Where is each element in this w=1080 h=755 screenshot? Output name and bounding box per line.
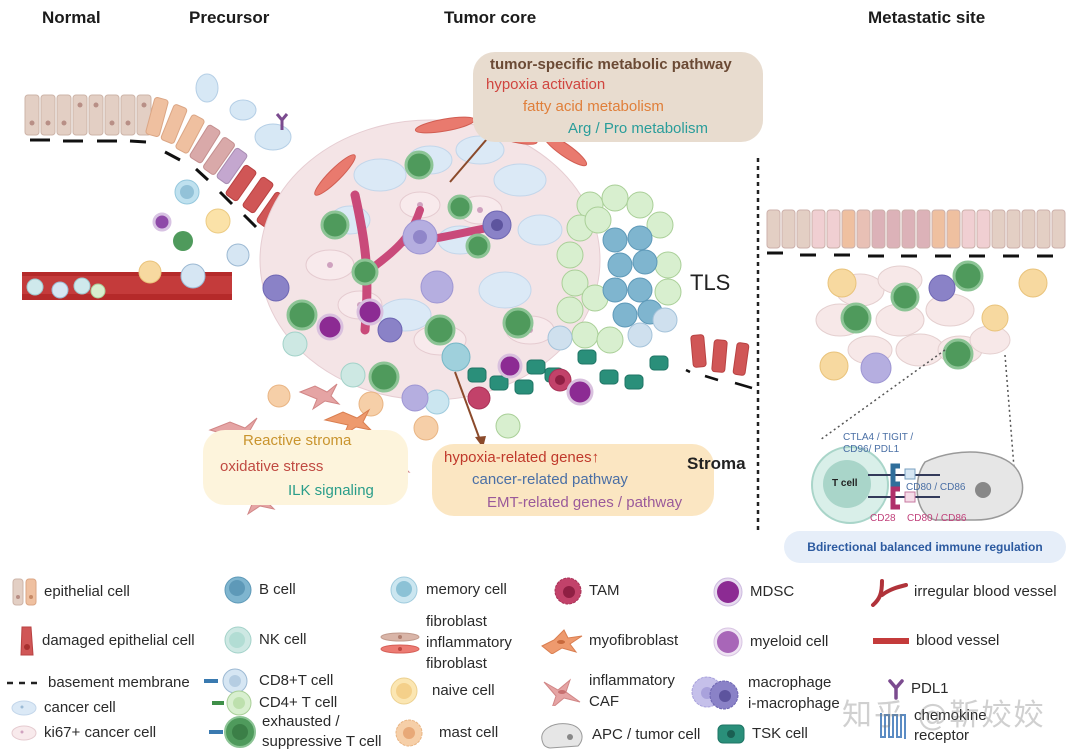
blood-vessel: [22, 260, 232, 300]
tam-icon: [554, 577, 582, 605]
immune-synapse-diagram: [811, 446, 1024, 524]
myofibroblast-icon: [541, 629, 583, 654]
ki67-cancer-cell-icon: [11, 725, 37, 741]
damaged-epithelial-cell-icon: [20, 626, 34, 656]
tertiary-lymphoid-structure: [547, 184, 682, 354]
nk-cell-icon: [224, 626, 252, 654]
naive-cell-icon: [390, 677, 418, 705]
reactive-stroma-title: Reactive stroma: [243, 432, 352, 449]
memory-cell-icon: [390, 576, 418, 604]
legend-item-tam: TAM: [553, 576, 620, 606]
macrophage-icon: [691, 676, 739, 710]
apc-tumor-cell-icon: [541, 723, 583, 749]
cancer-cell-icon: [11, 700, 37, 716]
legend-item-memory-cell: memory cell: [388, 575, 507, 605]
legend-item-cd4-t-cell: CD4+ T cell: [211, 690, 337, 716]
basement-membrane-icon: [7, 681, 37, 685]
immune-regulation-caption: Bdirectional balanced immune regulation: [784, 531, 1066, 563]
pdl1-icon: [888, 679, 904, 700]
legend-item-blood-vessel: blood vessel: [872, 631, 999, 651]
stage-title-normal: Normal: [42, 8, 101, 27]
legend-item-damaged-epithelial-cell: damaged epithelial cell: [18, 625, 195, 657]
basement-membrane: [30, 138, 278, 247]
inflammatory-caf-icon: [543, 678, 581, 706]
legend-item-basement-membrane: basement membrane: [6, 673, 190, 693]
hypoxia-genes-label: hypoxia-related genes↑: [444, 449, 600, 466]
mast-cell-icon: [395, 719, 423, 747]
cd4-t-cell-icon: [212, 690, 252, 716]
legend-item-myeloid-cell: myeloid cell: [712, 626, 828, 658]
up-arrow-icon: ↑: [591, 449, 600, 466]
mdsc-icon: [713, 577, 743, 607]
legend-item-mast-cell: mast cell: [393, 718, 498, 748]
tls-label: TLS: [690, 270, 731, 295]
cd80-cd86-upper-label: CD80 / CD86: [906, 482, 966, 493]
legend-item-cancer-cell: cancer cell: [10, 698, 116, 718]
cd80-cd86-lower-label: CD80 / CD86: [907, 513, 967, 524]
myeloid-cell-icon: [713, 627, 743, 657]
chemokine-receptor-icon: [880, 713, 906, 739]
cancer-pathway-label: cancer-related pathway: [472, 471, 628, 488]
inhibitory-receptors-label: CTLA4 / TIGIT / CD96/ PDL1: [843, 432, 914, 455]
metastatic-epithelium: [766, 209, 1066, 249]
legend-item-ki67-cancer-cell: ki67+ cancer cell: [10, 723, 156, 743]
tsk-cell-icon: [717, 724, 745, 744]
legend-item-tsk-cell: TSK cell: [716, 722, 808, 746]
stage-title-precursor: Precursor: [189, 8, 270, 27]
legend-item-irregular-blood-vessel: irregular blood vessel: [870, 577, 1057, 607]
emt-pathway-label: EMT-related genes / pathway: [487, 494, 683, 511]
stroma-cells: [467, 349, 669, 395]
blood-vessel-icon: [873, 638, 909, 644]
stage-title-metastatic-site: Metastatic site: [868, 8, 986, 27]
cd28-label: CD28: [870, 513, 896, 524]
cd8-t-cell-icon: [204, 668, 248, 694]
stroma-pathway-box: hypoxia-related genes↑ cancer-related pa…: [432, 444, 714, 516]
irregular-blood-vessel-icon: [871, 579, 908, 607]
reactive-stroma-box: Reactive stroma oxidative stress ILK sig…: [203, 430, 408, 505]
legend-item-exhausted-t-cell: exhausted /suppressive T cell: [208, 712, 382, 752]
legend-item-mdsc: MDSC: [712, 576, 794, 608]
b-cell-icon: [224, 576, 252, 604]
metabolic-line-fatty-acid: fatty acid metabolism: [523, 98, 664, 115]
fibroblast-icon: [380, 632, 420, 653]
legend-item-b-cell: B cell: [223, 575, 296, 605]
legend-item-naive-cell: naive cell: [388, 676, 495, 706]
legend-item-apc-tumor-cell: APC / tumor cell: [538, 720, 700, 750]
epithelial-cell-icon: [12, 578, 37, 606]
metabolic-line-arg-pro: Arg / Pro metabolism: [568, 120, 709, 137]
legend-item-myofibroblast: myofibroblast: [541, 628, 678, 654]
tumor-progression-illustration: [22, 73, 1066, 530]
stage-title-tumor-core: Tumor core: [444, 8, 537, 27]
legend-item-nk-cell: NK cell: [223, 625, 307, 655]
metabolic-pathway-box: tumor-specific metabolic pathway hypoxia…: [473, 52, 763, 142]
legend-item-pdl1: PDL1: [887, 678, 949, 700]
exhausted-t-cell-icon: [209, 716, 256, 748]
tumor-core: [259, 112, 601, 448]
stroma-label: Stroma: [687, 454, 746, 473]
metabolic-line-hypoxia: hypoxia activation: [486, 76, 606, 93]
metabolic-title: tumor-specific metabolic pathway: [490, 56, 732, 73]
watermark: 知乎 @靳姣姣: [842, 698, 1046, 733]
oxidative-stress-label: oxidative stress: [220, 458, 324, 475]
t-cell-label: T cell: [832, 478, 858, 489]
legend-item-epithelial-cell: epithelial cell: [12, 577, 130, 607]
legend-item-cd8-t-cell: CD8+T cell: [203, 668, 333, 694]
ilk-signaling-label: ILK signaling: [288, 482, 374, 499]
